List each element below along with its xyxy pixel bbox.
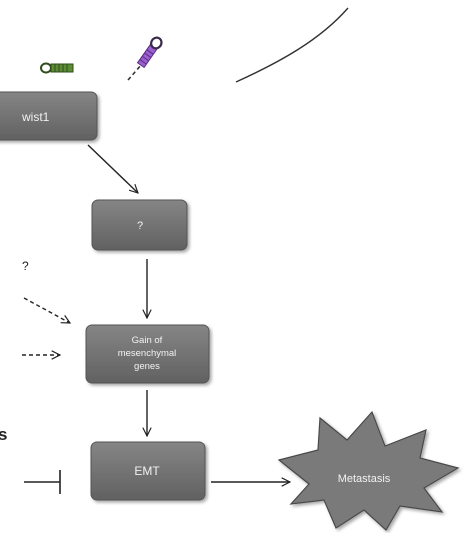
metastasis-node [277, 410, 460, 531]
emt-label: EMT [134, 464, 160, 478]
gain-label-line1: Gain of [132, 335, 163, 346]
shrna-hairpin-purple-icon [127, 36, 163, 81]
gain-label-line3: genes [134, 361, 160, 372]
dashed-arrow-upper [23, 297, 70, 323]
background-curve [235, 7, 349, 83]
arrow-twist1-to-unknown [87, 144, 138, 193]
gain-label-line2: mesenchymal [118, 348, 177, 359]
emt-node [90, 441, 206, 501]
shrna-hairpin-green-icon [40, 62, 74, 74]
unknown-label: ? [137, 220, 143, 232]
unknown-node [91, 199, 188, 251]
metastasis-label: Metastasis [338, 473, 391, 485]
left-s-fragment: s [0, 425, 7, 444]
gain-mesenchymal-node [85, 324, 210, 384]
twist1-label: wist1 [21, 110, 50, 124]
twist1-node [0, 91, 98, 141]
left-question-fragment: ? [22, 259, 29, 273]
